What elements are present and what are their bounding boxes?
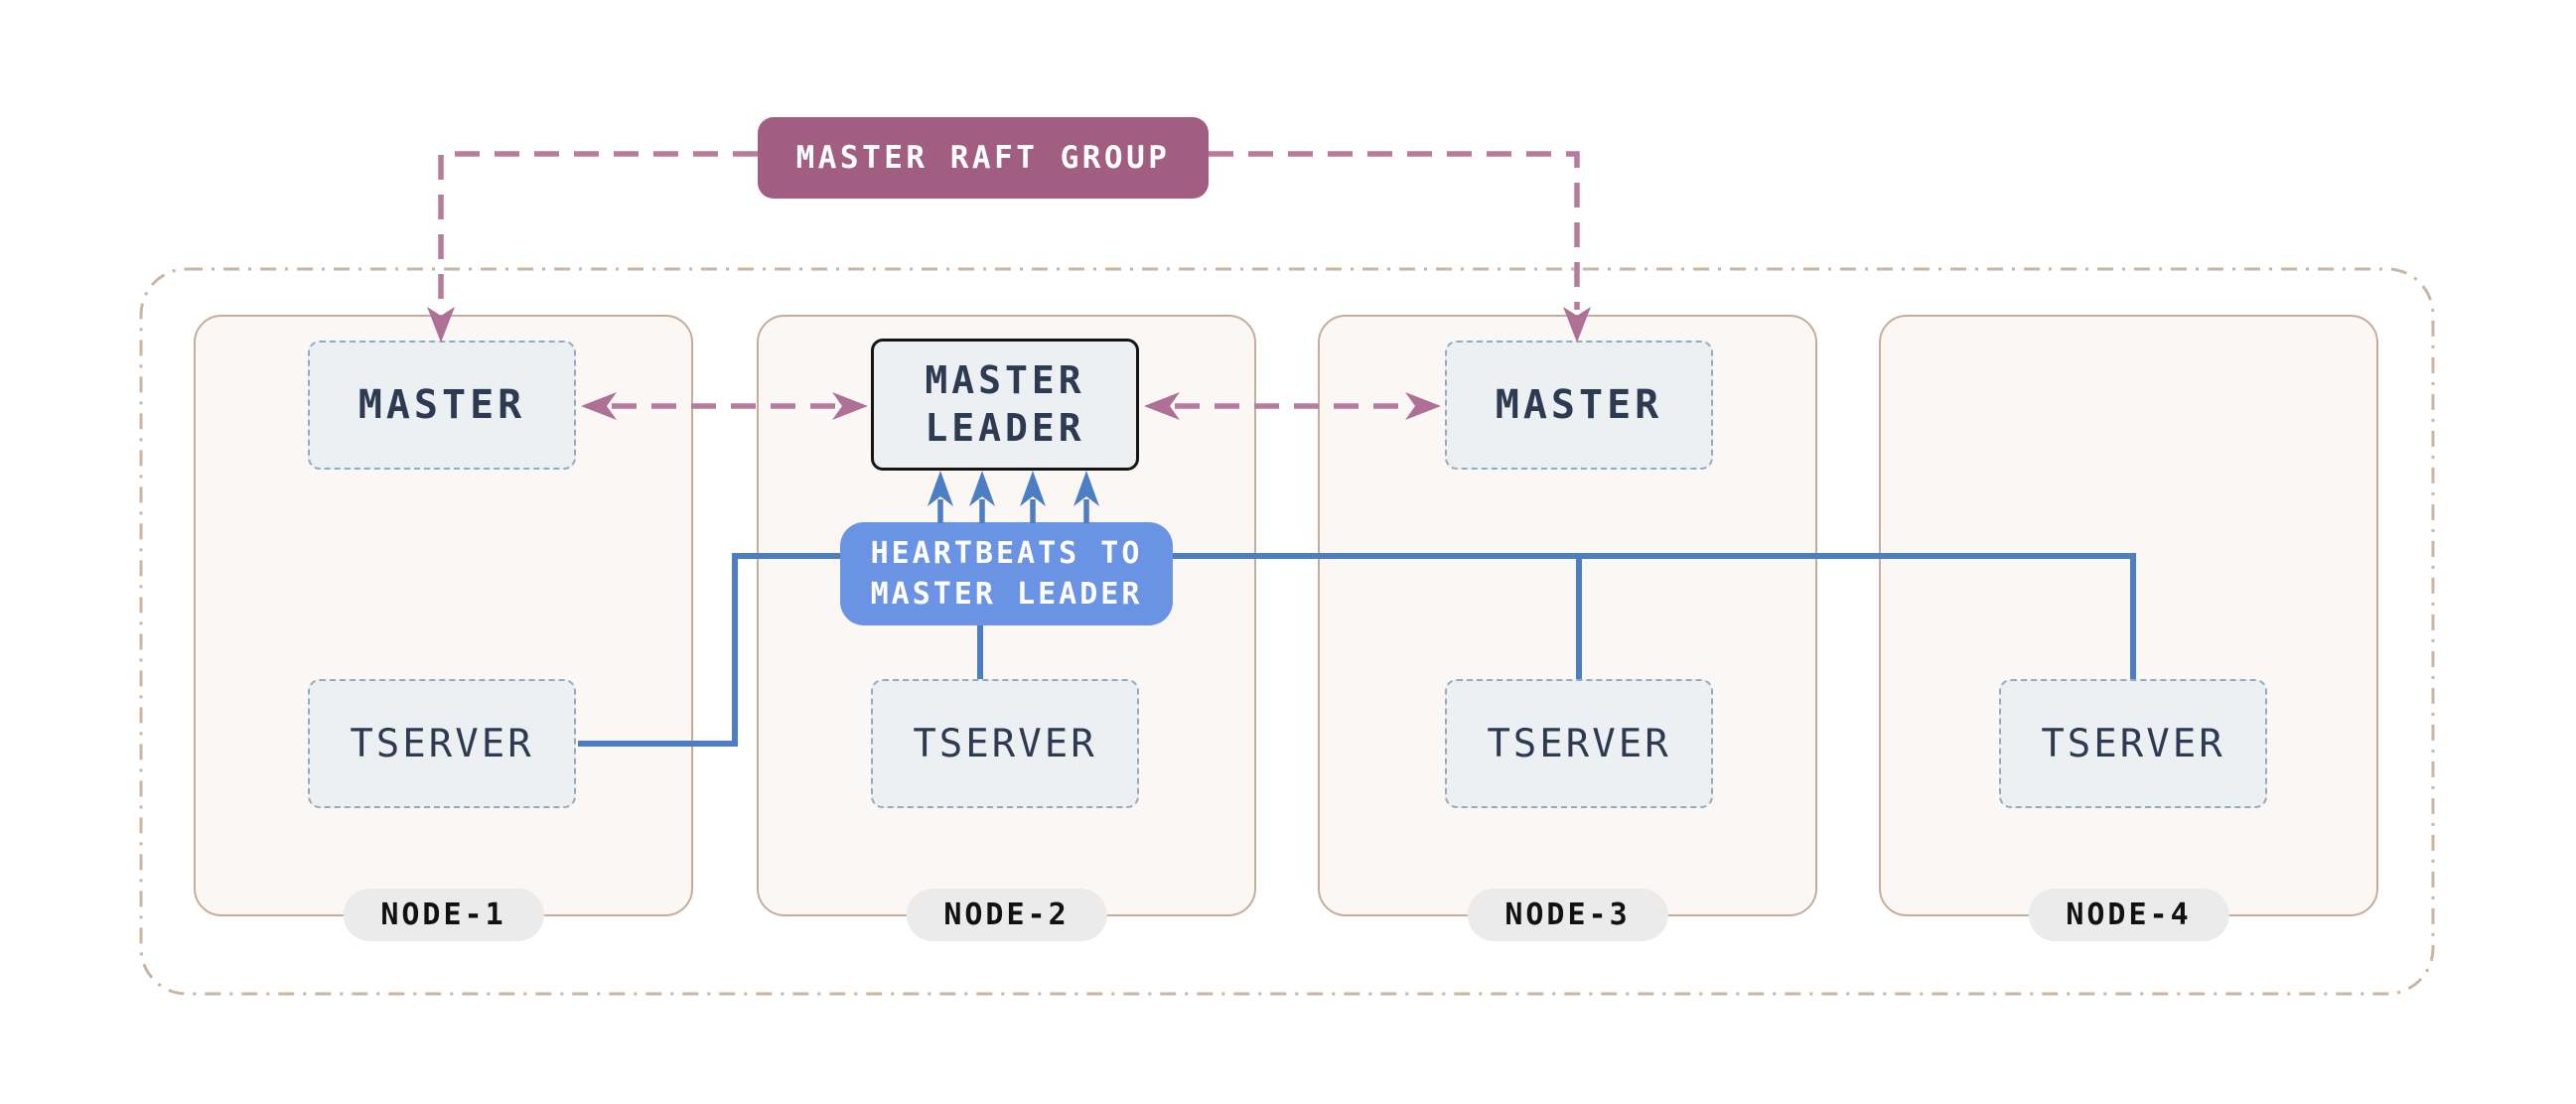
heartbeats-badge-line-2: MASTER LEADER bbox=[870, 577, 1143, 612]
master-leader-line-1: MASTER bbox=[925, 357, 1085, 402]
raft-link-to-node3-master bbox=[1209, 151, 1580, 310]
node-2-master-leader-box: MASTER LEADER bbox=[871, 339, 1139, 471]
heartbeats-badge: HEARTBEATS TO MASTER LEADER bbox=[840, 522, 1173, 625]
node-1-master-box: MASTER bbox=[308, 341, 576, 470]
raft-link-to-node1-master bbox=[438, 151, 758, 310]
node-2-tserver-box: TSERVER bbox=[871, 679, 1139, 808]
node-1-label: NODE-1 bbox=[343, 889, 544, 941]
node-1-tserver-box: TSERVER bbox=[308, 679, 576, 808]
node-4-label: NODE-4 bbox=[2028, 889, 2229, 941]
node-4-container: NODE-4 bbox=[1879, 315, 2378, 941]
heartbeats-badge-line-1: HEARTBEATS TO bbox=[870, 535, 1143, 571]
master-leader-line-2: LEADER bbox=[925, 405, 1085, 450]
node-3-master-box: MASTER bbox=[1445, 341, 1713, 470]
master-raft-group-badge: MASTER RAFT GROUP bbox=[758, 117, 1209, 199]
node-2-label: NODE-2 bbox=[906, 889, 1107, 941]
node-4-tserver-box: TSERVER bbox=[1999, 679, 2267, 808]
node-3-tserver-box: TSERVER bbox=[1445, 679, 1713, 808]
node-3-label: NODE-3 bbox=[1467, 889, 1668, 941]
